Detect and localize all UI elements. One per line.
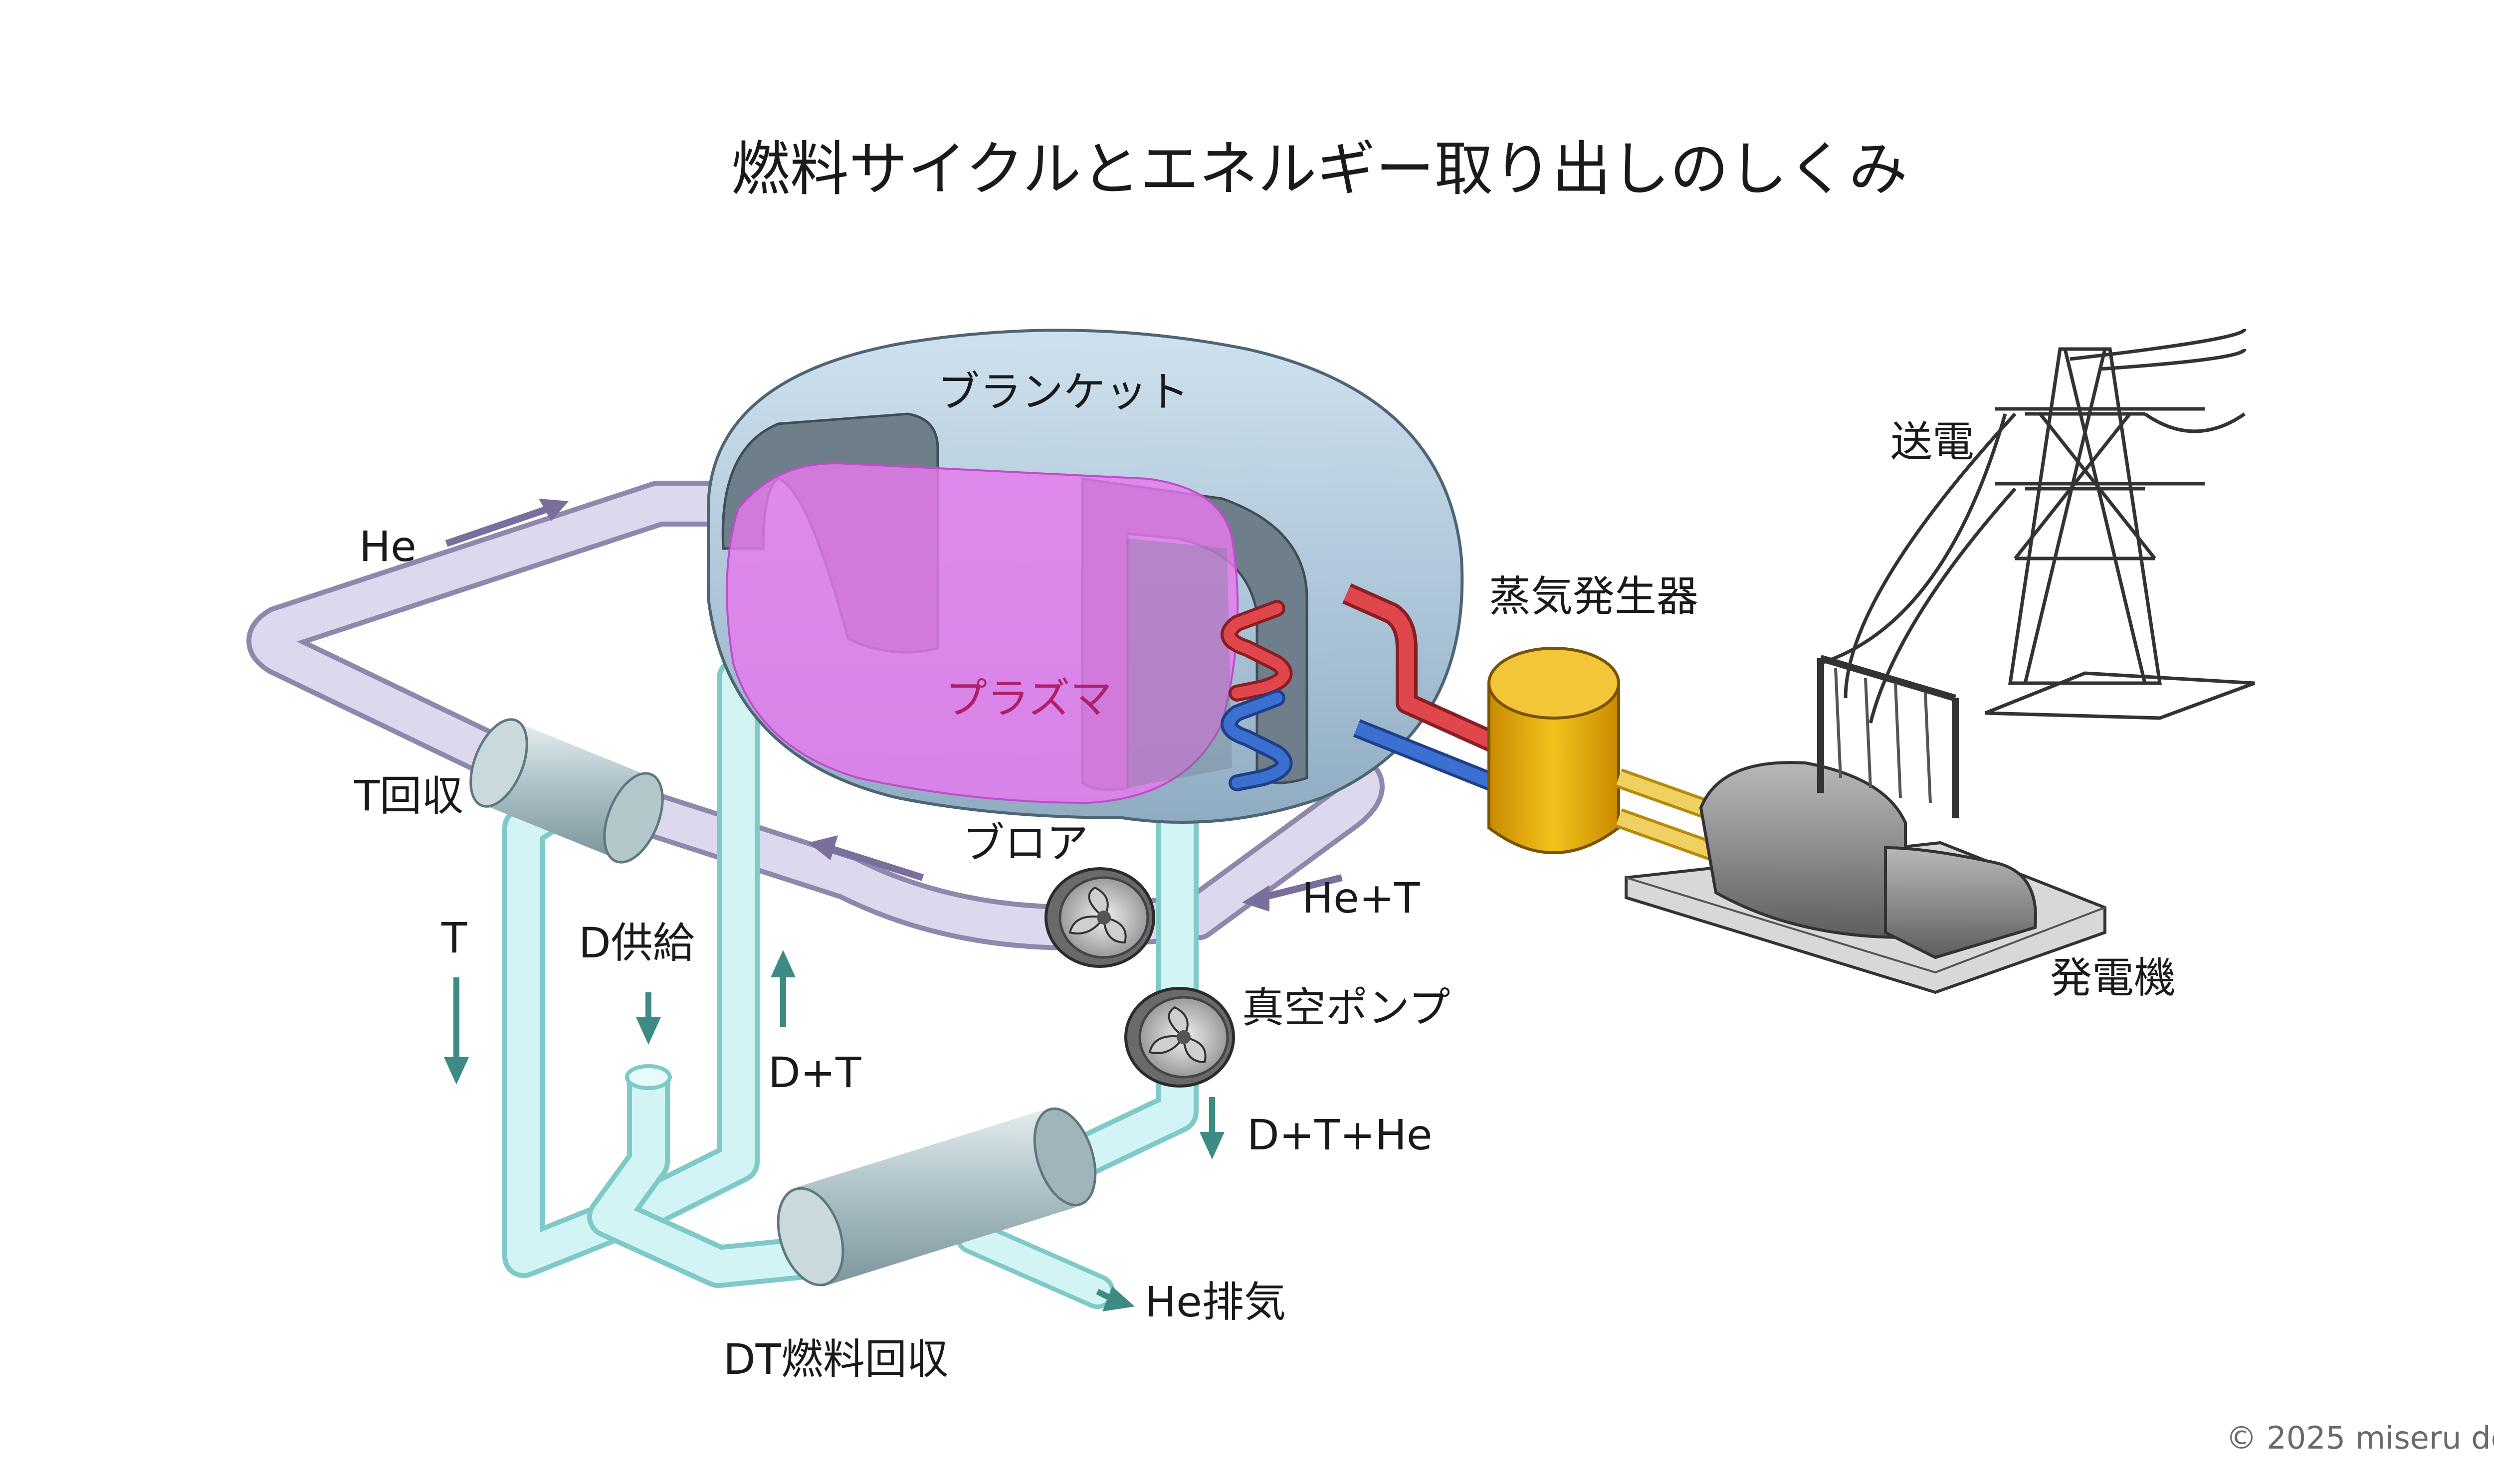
t-recovery-cylinder xyxy=(469,718,664,864)
generator xyxy=(1625,655,2106,994)
het-label: He+T xyxy=(1302,874,1420,923)
d-supply-label: D供給 xyxy=(579,919,695,967)
heat-exchange-coils xyxy=(1221,583,1511,797)
he-flow-arrows xyxy=(445,499,1343,912)
dt-recovery-label: DT燃料回収 xyxy=(723,1335,949,1384)
steam-generator-label: 蒸気発生器 xyxy=(1489,572,1698,621)
generator-label: 発電機 xyxy=(2050,953,2176,1002)
plasma xyxy=(726,462,1239,804)
credit-text: © 2025 miseru design xyxy=(2226,1420,2494,1456)
transmission-tower-icon xyxy=(1820,328,2256,724)
steam-generator xyxy=(1487,647,1734,867)
fuel-flow-arrows xyxy=(444,950,1225,1311)
blower-label: ブロア xyxy=(963,819,1088,868)
plasma-label: プラズマ xyxy=(945,674,1112,723)
dthe-label: D+T+He xyxy=(1247,1111,1433,1159)
t-recovery-label: T回収 xyxy=(354,771,463,820)
blanket-label: ブランケット xyxy=(938,368,1189,416)
he-exhaust-label: He排気 xyxy=(1145,1278,1286,1326)
page-title: 燃料サイクルとエネルギー取り出しのしくみ xyxy=(731,135,1908,203)
vacuum-pump-fan-icon xyxy=(1124,987,1235,1088)
he-loop-pipe xyxy=(246,481,1385,950)
t-label: T xyxy=(441,914,467,962)
blower-fan-icon xyxy=(1044,867,1155,968)
dt-recovery-cylinder xyxy=(777,1107,1097,1287)
dt-label: D+T xyxy=(768,1048,861,1097)
vacuum-pump-label: 真空ポンプ xyxy=(1242,983,1450,1032)
he-label: He xyxy=(359,522,416,571)
transmission-label: 送電 xyxy=(1890,417,1974,466)
